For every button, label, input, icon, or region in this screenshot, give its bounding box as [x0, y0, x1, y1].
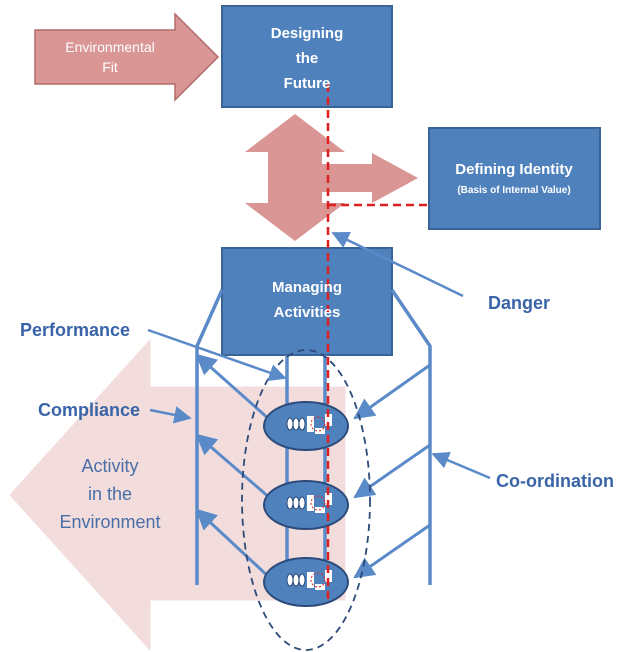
activity-environment-arrow: [9, 338, 346, 652]
activity-line1: Activity: [81, 456, 138, 476]
operation-unit-1: [263, 401, 349, 451]
designing-line3: Future: [284, 75, 331, 92]
managing-activities-box: [221, 247, 393, 356]
environmental-fit-line1: Environmental: [65, 39, 155, 55]
compliance-arrow: [149, 406, 192, 424]
operations-dashed-ellipse: [241, 349, 371, 651]
danger-label: Danger: [488, 293, 550, 313]
operation-unit-2: [263, 480, 349, 530]
coordination-lines: [353, 363, 431, 579]
identity-line2: (Basis of Internal Value): [457, 185, 570, 196]
red-dashed-line: [326, 84, 429, 600]
environmental-fit-line2: Fit: [102, 59, 118, 75]
designing-future-box: [221, 5, 393, 108]
identity-arrow: [322, 153, 418, 203]
designing-line2: the: [296, 50, 319, 67]
designing-line1: Designing: [271, 25, 344, 42]
activity-line2: in the: [88, 484, 132, 504]
compliance-lines: [195, 353, 272, 580]
vertical-double-arrow: [245, 114, 345, 241]
operation-unit-3: [263, 557, 349, 607]
coordination-label: Co-ordination: [496, 471, 614, 491]
managing-line1: Managing: [272, 279, 342, 296]
performance-arrow: [147, 328, 287, 382]
managing-line2: Activities: [274, 304, 341, 321]
coordination-arrow: [431, 452, 491, 480]
activity-line3: Environment: [59, 512, 160, 532]
environmental-fit-arrow: [34, 12, 220, 102]
performance-label: Performance: [20, 320, 130, 340]
danger-arrow: [331, 231, 464, 298]
compliance-label: Compliance: [38, 400, 140, 420]
identity-line1: Defining Identity: [455, 161, 573, 178]
defining-identity-box: [428, 127, 601, 230]
